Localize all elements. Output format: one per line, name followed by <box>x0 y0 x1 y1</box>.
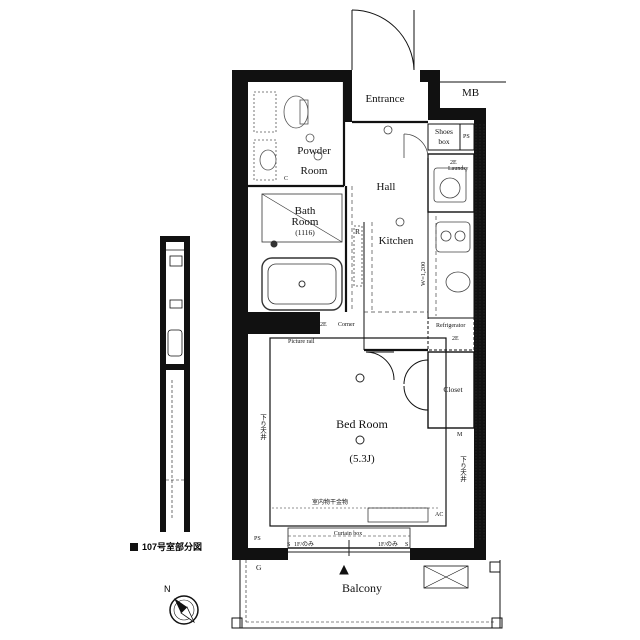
room-hall-label: Hall <box>376 181 396 193</box>
balcony-window <box>272 373 440 556</box>
room-laundry-label: Laundry <box>448 166 469 172</box>
entrance-door <box>351 9 415 71</box>
ac-label: AC <box>435 512 444 518</box>
bathtub-fixture <box>261 193 343 311</box>
room-kitchen-label: Kitchen <box>378 235 414 247</box>
legend-square-icon <box>130 542 138 551</box>
window-s-right-label: S <box>405 542 409 548</box>
room-balcony-label: Balcony <box>342 581 382 595</box>
outlet-2e-fridge: 2E <box>452 336 459 342</box>
room-entrance-label: Entrance <box>365 93 405 105</box>
window-fix-left-label: 1F/のみ <box>294 542 315 548</box>
room-powder-label-2: Room <box>300 165 328 177</box>
ceiling-right-label: 下り天井 <box>458 456 466 482</box>
room-bath-label-1: Bath <box>294 205 316 217</box>
gas-meter-label: G <box>256 563 262 572</box>
room-bed-size-label: (5.3J) <box>349 453 375 465</box>
ps-label: PS <box>463 134 470 140</box>
curtain-box-label: Curtain box <box>333 531 363 537</box>
kitchen-width-label: W=1,200 <box>420 261 427 286</box>
legend-text: 107号室部分図 <box>142 542 203 552</box>
room-bath-label-2: Room <box>291 216 319 228</box>
outlet-2e-corner: 2E <box>320 322 327 328</box>
ps-bottom-label: PS <box>254 536 261 542</box>
outlet-2e-laundry: 2E <box>450 160 457 166</box>
pipe-shaft-hatch <box>475 124 485 540</box>
room-powder-label-1: Powder <box>297 145 331 157</box>
room-shoes-box-label-1: Shoes <box>435 127 453 136</box>
room-closet-label: Closet <box>443 385 463 394</box>
m-label: M <box>457 432 463 438</box>
room-mb-label: MB <box>462 87 480 99</box>
room-bath-label-3: (1116) <box>295 228 315 237</box>
window-s-left-label: S <box>287 542 291 548</box>
toilet-fixture <box>253 91 323 181</box>
room-bed-label: Bed Room <box>336 417 388 431</box>
compass-icon <box>169 595 199 625</box>
interior-partitions <box>248 82 475 527</box>
window-fix-right-label: 1F/のみ <box>378 542 399 548</box>
room-shoes-box-label-2: box <box>438 137 450 146</box>
refrigerator-label: Refrigerator <box>436 323 466 329</box>
bedroom-door <box>365 351 429 411</box>
c-label: C <box>284 176 289 182</box>
unit-legend: 107号室部分図 <box>130 540 202 553</box>
corner-label: Corner <box>338 322 355 328</box>
balcony <box>231 560 503 629</box>
ceiling-left-label: 下り天井 <box>258 414 266 440</box>
adjacent-unit-plan <box>160 236 190 532</box>
r-label: R <box>355 227 361 236</box>
north-compass: N <box>160 584 204 630</box>
picture-rail-label: Picture rail <box>288 339 315 345</box>
clothes-hanger-label: 室内物干金物 <box>311 500 349 506</box>
compass-north-letter: N <box>164 584 171 594</box>
